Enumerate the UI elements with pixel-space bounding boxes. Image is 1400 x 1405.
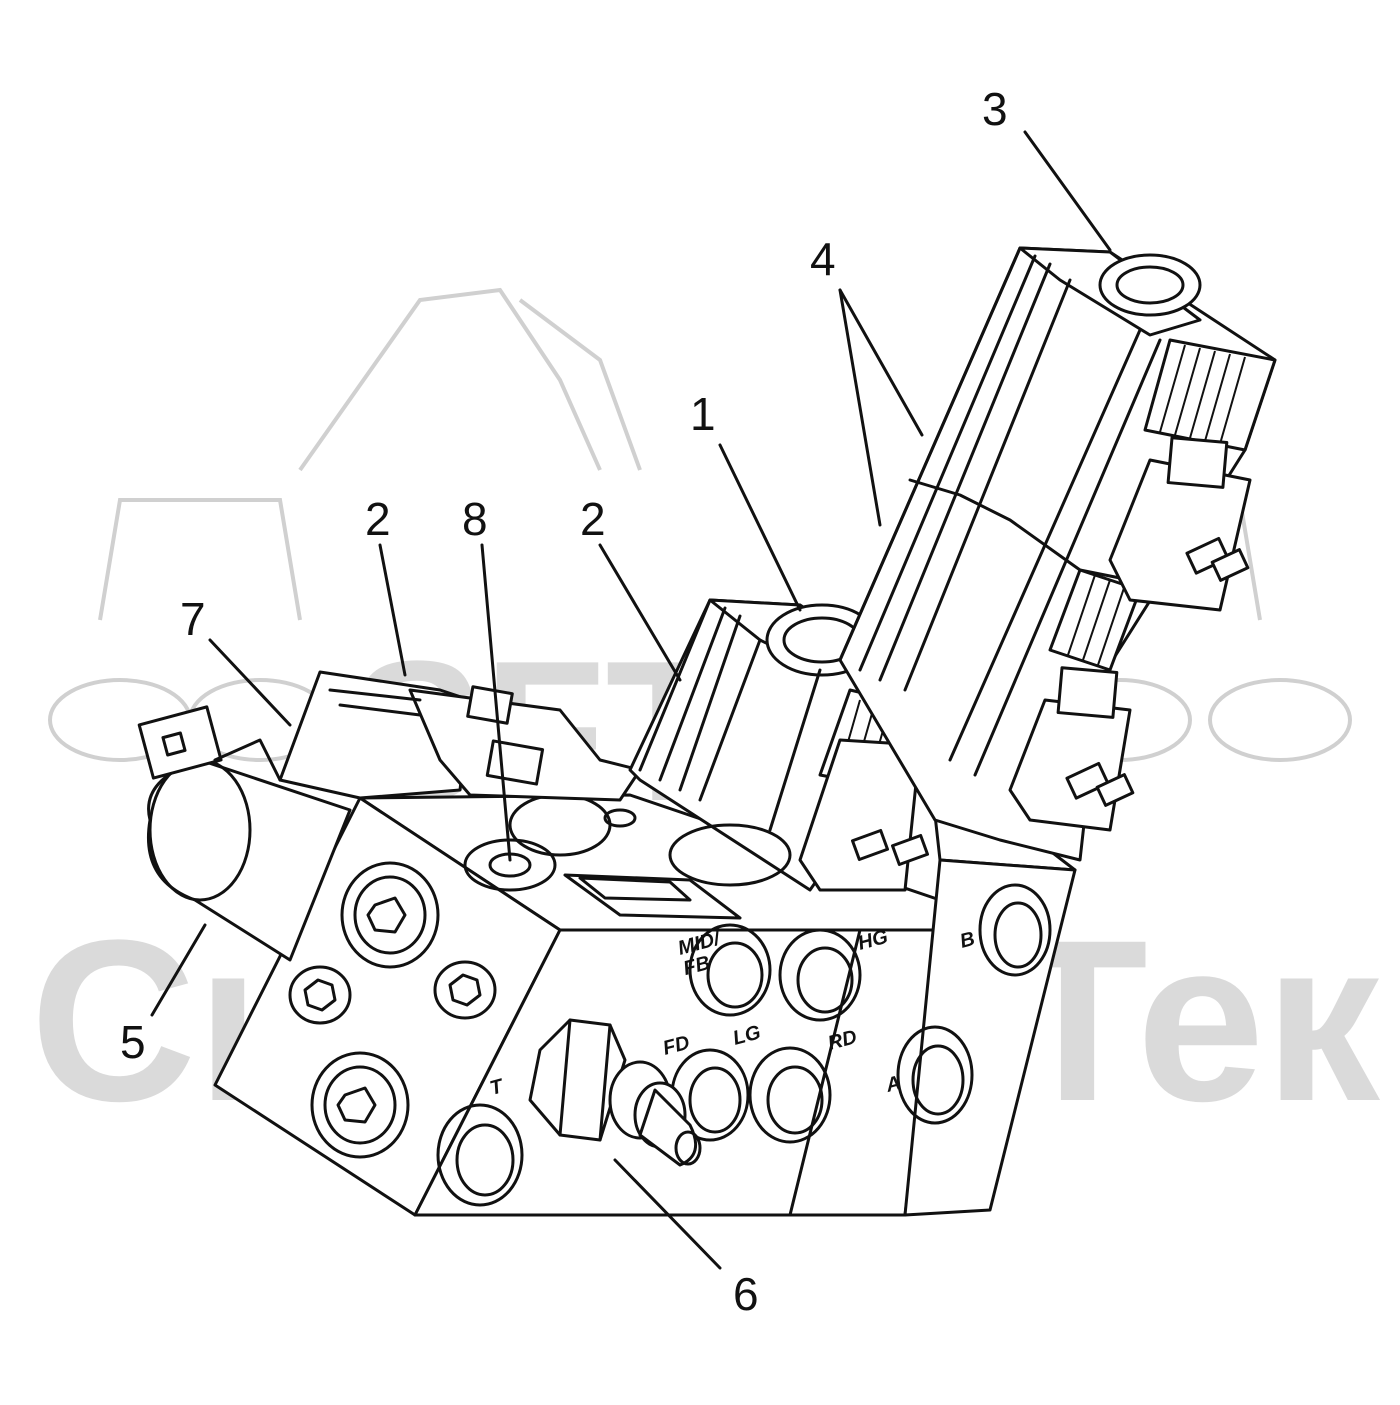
port-rd <box>748 1046 832 1144</box>
callout-2-right: 2 <box>580 493 606 545</box>
callout-7: 7 <box>180 593 206 645</box>
port-label-b: B <box>958 928 978 953</box>
pressure-fitting-6 <box>528 1018 702 1167</box>
port-a <box>896 1025 974 1125</box>
top-port-small <box>603 808 637 828</box>
callouts: 1 2 2 3 4 5 6 7 8 <box>120 83 1008 1320</box>
port-mid-fb <box>688 923 772 1017</box>
callout-3: 3 <box>982 83 1008 135</box>
leader-lines <box>150 130 1112 1270</box>
solenoid-stack-4 <box>838 246 1277 862</box>
nameplate <box>563 873 742 920</box>
port-t <box>436 1103 524 1207</box>
hex-plug-right <box>433 960 497 1020</box>
callout-4: 4 <box>810 233 836 285</box>
hex-plug-left <box>288 965 352 1025</box>
port-label-a: A <box>883 1072 904 1097</box>
callout-6: 6 <box>733 1268 759 1320</box>
solenoid-3-cap <box>1098 253 1202 317</box>
adjust-screw-8 <box>463 838 557 892</box>
callout-2-left: 2 <box>365 493 391 545</box>
solenoid-5 <box>137 705 352 962</box>
port-hg <box>778 928 862 1022</box>
port-b <box>978 883 1052 977</box>
callout-1: 1 <box>690 388 716 440</box>
plug-upper-left <box>340 861 440 969</box>
callout-8: 8 <box>462 493 488 545</box>
plug-lower-left <box>310 1051 410 1159</box>
valve-7 <box>278 670 642 802</box>
callout-5: 5 <box>120 1016 146 1068</box>
manifold-block <box>213 793 1077 1217</box>
